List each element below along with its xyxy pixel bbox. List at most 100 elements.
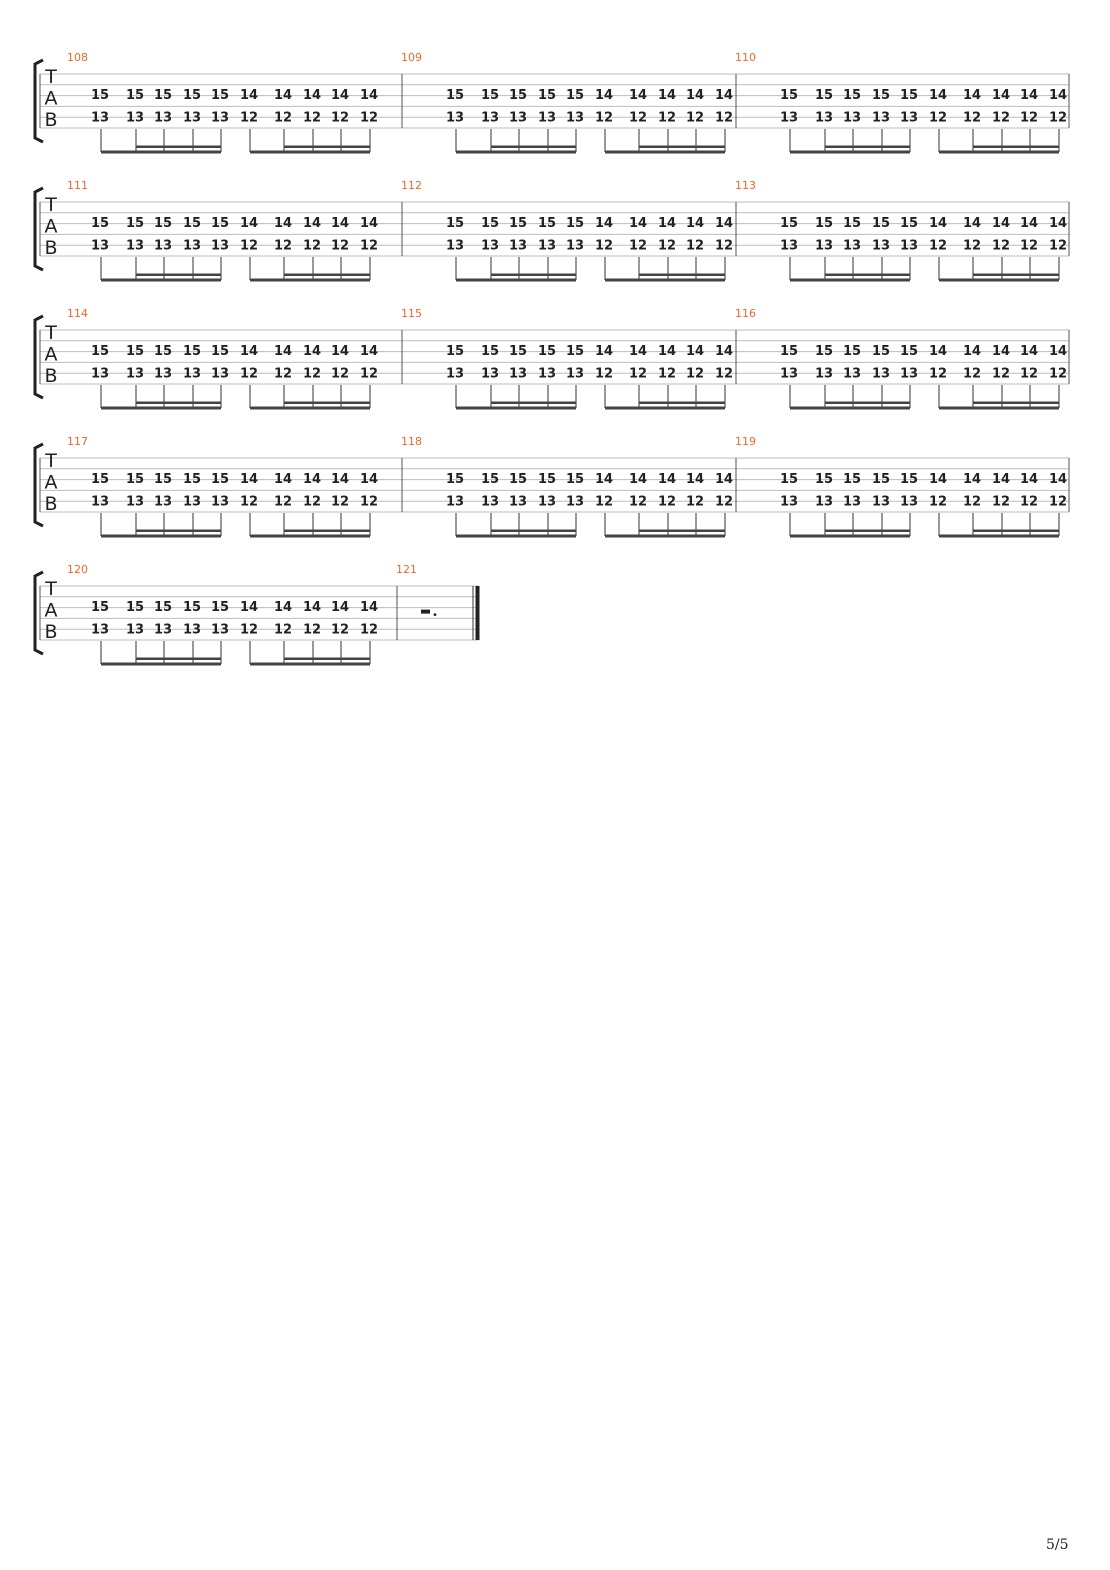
fret-number: 13 [566,111,584,126]
fret-number: 15 [509,216,527,231]
fret-number: 13 [538,111,556,126]
beam-sixteenth [825,529,910,532]
fret-number: 13 [509,367,527,382]
fret-number: 14 [629,472,647,487]
fret-number: 12 [992,495,1010,510]
fret-number: 12 [360,239,378,254]
fret-number: 13 [780,495,798,510]
fret-number: 14 [240,600,258,615]
fret-number: 12 [331,367,349,382]
fret-number: 14 [929,216,947,231]
fret-number: 14 [240,88,258,103]
fret-number: 12 [240,111,258,126]
fret-number: 12 [686,495,704,510]
fret-number: 15 [211,344,229,359]
fret-number: 13 [900,367,918,382]
fret-number: 12 [963,239,981,254]
fret-number: 12 [595,495,613,510]
beam-eighth [790,534,910,538]
fret-number: 14 [715,216,733,231]
fret-number: 15 [183,216,201,231]
fret-number: 15 [183,472,201,487]
fret-number: 15 [566,216,584,231]
fret-number: 14 [929,472,947,487]
fret-number: 14 [331,344,349,359]
fret-number: 12 [715,495,733,510]
fret-number: 13 [211,111,229,126]
fret-number: 14 [303,344,321,359]
system-bracket [33,186,44,272]
fret-number: 13 [481,367,499,382]
beam-eighth [456,278,576,282]
fret-number: 13 [538,239,556,254]
fret-number: 13 [815,367,833,382]
fret-number: 15 [843,88,861,103]
fret-number: 15 [780,344,798,359]
fret-number: 13 [481,111,499,126]
fret-number: 13 [538,495,556,510]
fret-number: 14 [658,472,676,487]
fret-number: 14 [1049,472,1067,487]
fret-number: 14 [992,88,1010,103]
measure-number: 111 [67,179,88,192]
fret-number: 14 [686,88,704,103]
beam-sixteenth [491,273,576,276]
fret-number: 14 [303,216,321,231]
beam-eighth [250,278,370,282]
fret-number: 14 [331,472,349,487]
fret-number: 12 [331,111,349,126]
fret-number: 13 [900,239,918,254]
fret-number: 12 [274,623,292,638]
tab-clef-b: B [44,109,57,131]
beam-sixteenth [825,145,910,148]
tab-clef-b: B [44,365,57,387]
tab-clef-t: T [44,450,57,472]
fret-number: 14 [715,88,733,103]
fret-number: 15 [154,472,172,487]
fret-number: 14 [240,216,258,231]
fret-number: 13 [154,111,172,126]
fret-number: 14 [963,344,981,359]
beam-sixteenth [284,657,370,660]
fret-number: 13 [509,495,527,510]
fret-number: 12 [929,367,947,382]
fret-number: 14 [1020,344,1038,359]
fret-number: 12 [1020,367,1038,382]
beam-sixteenth [639,273,725,276]
fret-number: 14 [274,88,292,103]
tab-clef-t: T [44,322,57,344]
fret-number: 12 [303,623,321,638]
fret-number: 15 [154,88,172,103]
fret-number: 15 [481,344,499,359]
measure-number: 120 [67,563,88,576]
fret-number: 13 [481,495,499,510]
fret-number: 12 [1049,239,1067,254]
fret-number: 13 [154,495,172,510]
tab-clef-a: A [45,88,58,110]
fret-number: 12 [658,495,676,510]
fret-number: 15 [126,344,144,359]
fret-number: 12 [331,239,349,254]
fret-number: 12 [629,239,647,254]
fret-number: 13 [815,239,833,254]
fret-number: 12 [629,367,647,382]
fret-number: 12 [929,495,947,510]
fret-number: 13 [566,239,584,254]
fret-number: 14 [240,344,258,359]
fret-number: 12 [360,367,378,382]
fret-number: 15 [872,88,890,103]
fret-number: 15 [183,600,201,615]
fret-number: 15 [900,344,918,359]
fret-number: 13 [843,495,861,510]
measure-number: 121 [396,563,417,576]
fret-number: 15 [481,216,499,231]
fret-number: 13 [211,495,229,510]
fret-number: 13 [566,367,584,382]
fret-number: 13 [126,111,144,126]
fret-number: 14 [929,344,947,359]
fret-number: 14 [686,344,704,359]
fret-number: 13 [126,623,144,638]
fret-number: 12 [595,239,613,254]
